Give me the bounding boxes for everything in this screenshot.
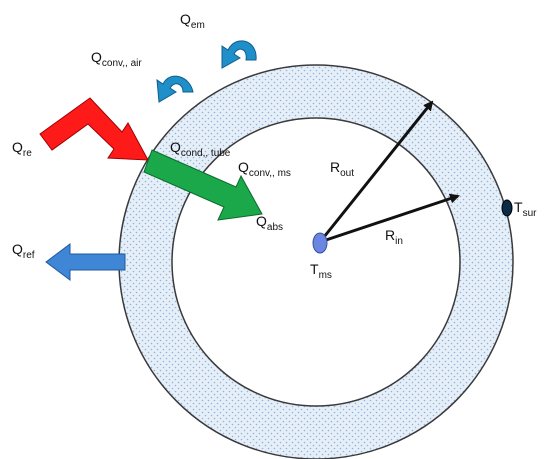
r-in-arrow (319, 193, 460, 244)
q-cond-tube-label: Qcond,, tube (170, 139, 231, 159)
surface-point (501, 199, 513, 217)
tube-ring (118, 64, 514, 459)
q-re-label: Qre (12, 139, 32, 159)
t-ms-label: Tms (310, 261, 332, 281)
center-point (312, 232, 328, 254)
reflected-arrow (45, 243, 126, 281)
r-out-arrow (318, 100, 434, 243)
incident-arrow (39, 97, 149, 161)
curved-arrow-icon (221, 40, 257, 69)
curved-arrow-icon (156, 75, 194, 103)
r-out-label: Rout (330, 159, 354, 179)
q-conv-ms-label: Qconv,, ms (238, 159, 291, 179)
q-em-label: Qem (180, 11, 205, 31)
q-conv-air-label: Qconv,, air (91, 49, 142, 69)
r-in-label: Rin (385, 227, 403, 247)
q-abs-label: Qabs (256, 213, 283, 233)
q-ref-label: Qref (12, 241, 35, 261)
t-sur-label: Tsur (514, 199, 537, 219)
absorbed-arrow (143, 149, 263, 221)
